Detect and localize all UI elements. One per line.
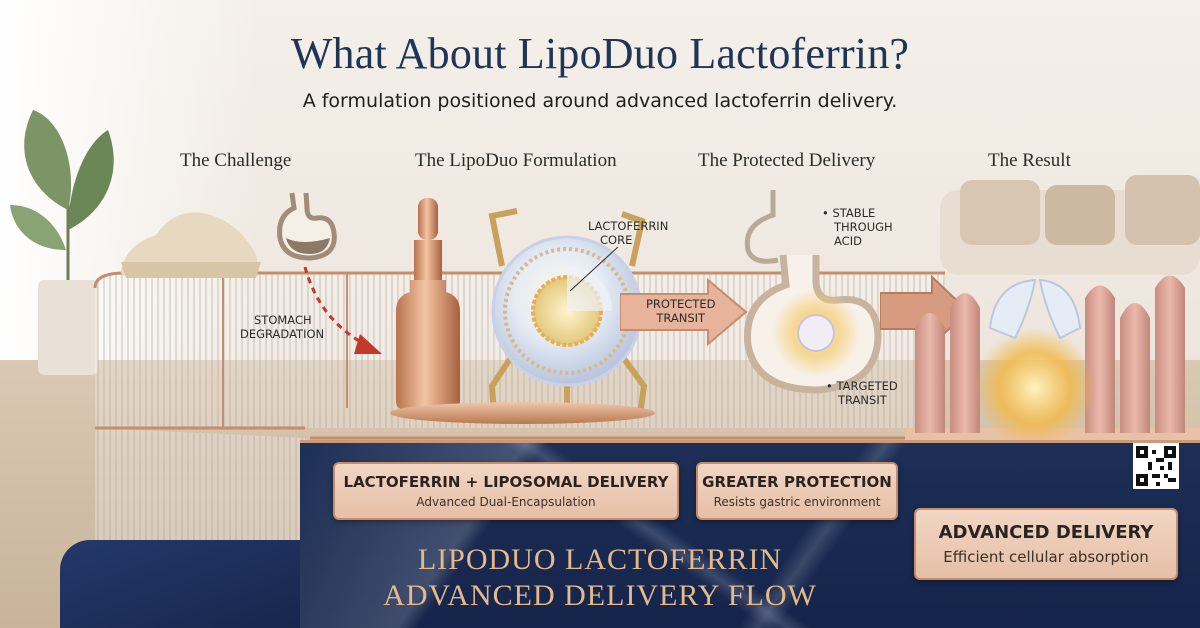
stomach-degradation-label: STOMACH DEGRADATION — [240, 313, 325, 341]
core-pointer-line — [569, 246, 619, 292]
targeted-transit-label: • TARGETED TRANSIT — [826, 379, 898, 407]
page-title: What About LipoDuo Lactoferrin? — [290, 29, 910, 78]
lactoferrin-core-label: LACTOFERRIN CORE — [588, 219, 669, 247]
dropper-bottle-icon — [396, 198, 460, 410]
flow-title: LIPODUO LACTOFERRIN ADVANCED DELIVERY FL… — [383, 543, 817, 612]
arrow-right-icon — [620, 278, 748, 346]
degradation-arrow-icon — [303, 266, 382, 354]
step-label-result: The Result — [988, 150, 1071, 171]
protected-stomach-icon — [743, 190, 882, 394]
step-label-formulation: The LipoDuo Formulation — [415, 150, 617, 171]
step-label-delivery: The Protected Delivery — [698, 150, 876, 171]
protected-transit-label: PROTECTED TRANSIT — [646, 297, 716, 325]
plant-icon — [10, 110, 114, 375]
stable-acid-label: • STABLE THROUGH ACID — [822, 206, 893, 248]
powder-pile-icon — [120, 212, 261, 278]
sofa-image — [940, 175, 1200, 275]
qr-code-icon[interactable] — [1133, 443, 1179, 489]
advanced-delivery-badge: ADVANCED DELIVERY Efficient cellular abs… — [914, 508, 1178, 580]
stomach-icon — [277, 192, 337, 261]
marble-pedestal-left — [60, 540, 320, 628]
liposomal-delivery-badge: LACTOFERRIN + LIPOSOMAL DELIVERY Advance… — [333, 462, 679, 520]
display-tray — [390, 402, 655, 424]
greater-protection-badge: GREATER PROTECTION Resists gastric envir… — [696, 462, 898, 520]
step-label-challenge: The Challenge — [180, 150, 292, 171]
page-subtitle: A formulation positioned around advanced… — [302, 90, 898, 112]
